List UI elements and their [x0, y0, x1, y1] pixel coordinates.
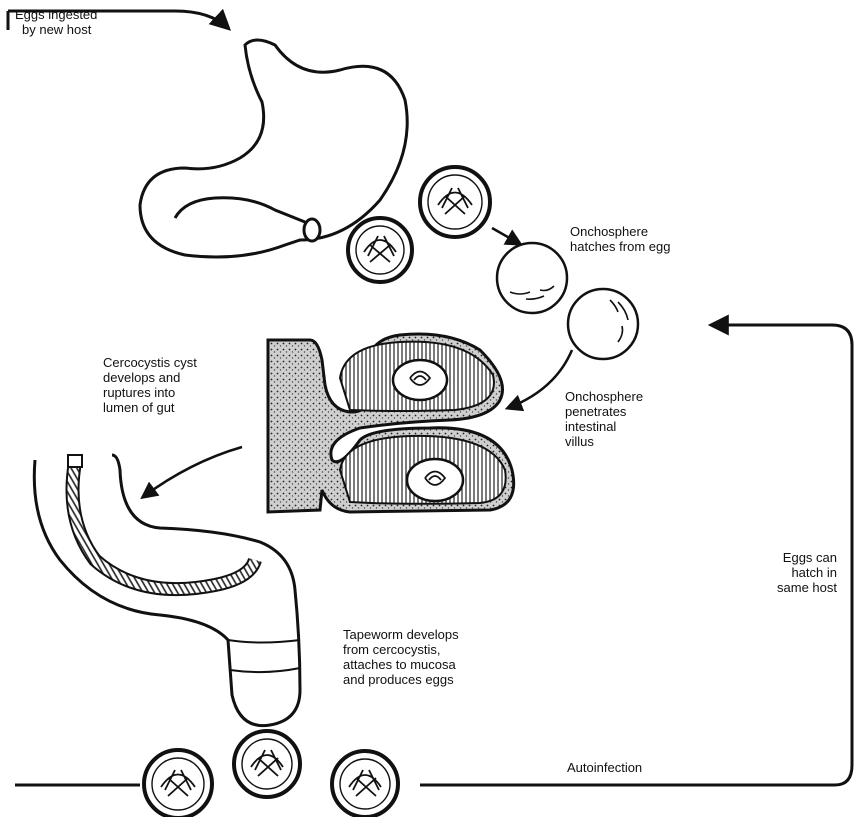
egg: [144, 750, 212, 817]
label-line: Onchosphere: [565, 389, 643, 404]
hatch-arrow: [492, 228, 520, 244]
penetrate-arrow: [508, 350, 572, 408]
label-cercocystis: Cercocystis cyst develops and ruptures i…: [103, 355, 197, 415]
label-line: ruptures into: [103, 385, 197, 400]
label-onchosphere-hatches: Onchosphere hatches from egg: [570, 224, 670, 254]
rupture-arrow: [143, 447, 242, 497]
label-line: hatches from egg: [570, 239, 670, 254]
egg: [234, 731, 300, 797]
label-line: Eggs ingested: [15, 7, 97, 22]
label-line: hatch in: [745, 565, 837, 580]
label-autoinfection: Autoinfection: [567, 760, 642, 775]
label-line: Cercocystis cyst: [103, 355, 197, 370]
label-line: develops and: [103, 370, 197, 385]
label-line: intestinal: [565, 419, 643, 434]
label-line: Tapeworm develops: [343, 627, 459, 642]
label-line: lumen of gut: [103, 400, 197, 415]
onchosphere: [497, 243, 567, 313]
label-tapeworm-develops: Tapeworm develops from cercocystis, atta…: [343, 627, 459, 687]
label-line: Autoinfection: [567, 760, 642, 775]
egg: [348, 218, 412, 282]
label-onchosphere-penetrates: Onchosphere penetrates intestinal villus: [565, 389, 643, 449]
label-line: by new host: [15, 22, 97, 37]
label-eggs-can-hatch: Eggs can hatch in same host: [745, 550, 837, 595]
intestine-illustration: [34, 455, 300, 726]
intestinal-villus-illustration: [268, 334, 514, 512]
egg: [420, 167, 490, 237]
label-line: penetrates: [565, 404, 643, 419]
egg: [332, 751, 398, 817]
label-line: villus: [565, 434, 643, 449]
label-line: same host: [745, 580, 837, 595]
label-line: and produces eggs: [343, 672, 459, 687]
label-eggs-ingested: Eggs ingested by new host: [15, 7, 97, 37]
label-line: Onchosphere: [570, 224, 670, 239]
label-line: attaches to mucosa: [343, 657, 459, 672]
label-line: from cercocystis,: [343, 642, 459, 657]
label-line: Eggs can: [745, 550, 837, 565]
onchosphere: [568, 289, 638, 359]
